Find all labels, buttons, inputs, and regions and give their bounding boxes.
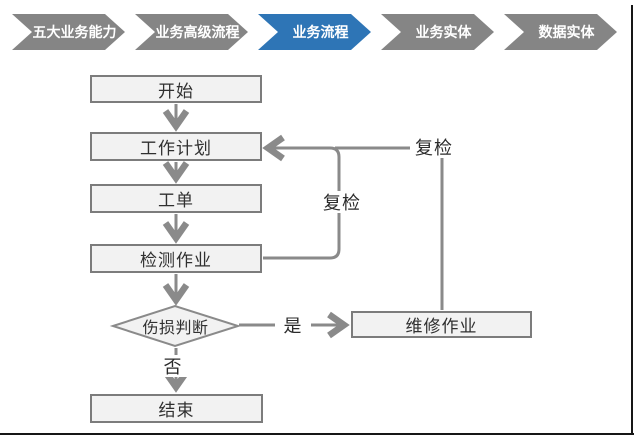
- frame-bottom-line: [0, 433, 634, 435]
- connector-recheck-repair-to-plan: [335, 146, 444, 310]
- node-work-order: 工单: [90, 184, 262, 213]
- label-yes: 是: [275, 314, 311, 336]
- tab-label: 业务高级流程: [155, 24, 240, 40]
- tab-label: 数据实体: [538, 24, 595, 40]
- tab-label: 业务实体: [415, 24, 472, 40]
- node-repair: 维修作业: [351, 311, 532, 338]
- node-end: 结束: [90, 394, 263, 423]
- label-recheck-left: 复检: [318, 191, 366, 213]
- decision-diamond-shape: [109, 304, 242, 348]
- node-start: 开始: [90, 75, 262, 103]
- tab-data-entity[interactable]: 数据实体: [504, 14, 617, 50]
- label-recheck-right: 复检: [410, 136, 458, 158]
- node-inspection: 检测作业: [90, 244, 262, 273]
- label-no: 否: [155, 355, 191, 377]
- tab-label: 业务流程: [292, 24, 349, 40]
- frame-right-line: [631, 5, 633, 435]
- node-decision-label: 伤损判断: [142, 320, 209, 337]
- node-work-plan: 工作计划: [90, 132, 262, 161]
- tab-label: 五大业务能力: [32, 24, 117, 40]
